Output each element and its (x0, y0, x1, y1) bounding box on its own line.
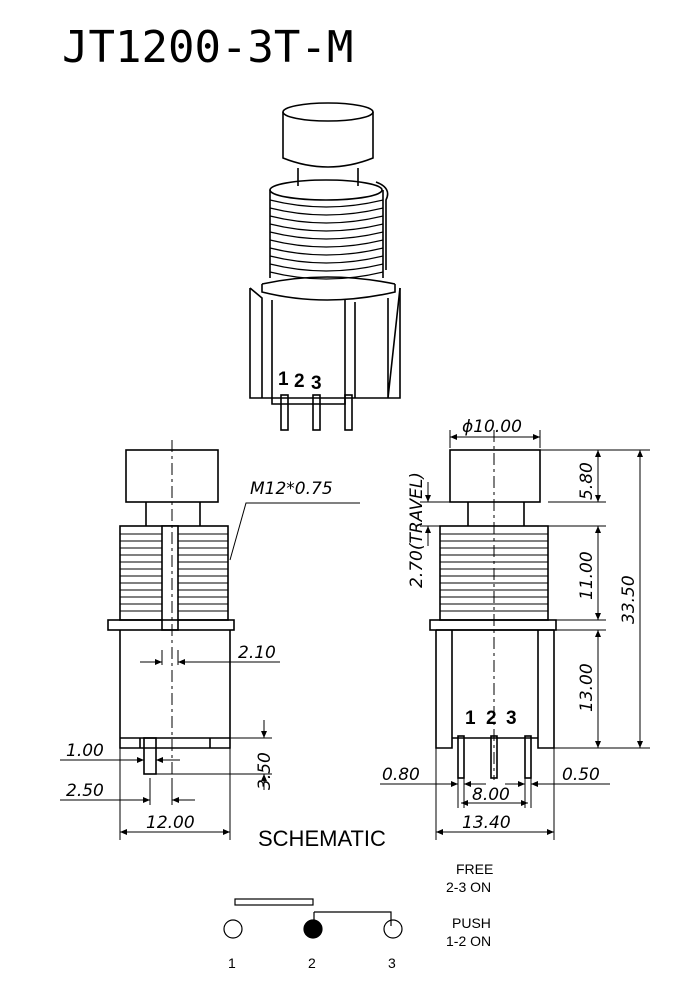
dim-8-00: 8.00 (472, 785, 510, 805)
schematic-diagram (223, 898, 403, 939)
side-view-dimensions (60, 440, 360, 840)
terminal-3 (383, 919, 403, 939)
side-view (107, 449, 235, 775)
dim-11-00: 11.00 (577, 551, 597, 600)
free-contact-line (313, 911, 392, 926)
dim-5-80: 5.80 (577, 462, 597, 500)
terminal-2 (303, 919, 323, 939)
terminal-2-label: 2 (308, 955, 316, 971)
iso-thread-lines (269, 199, 384, 280)
dim-travel: 2.70(TRAVEL) (407, 472, 427, 588)
dim-1-00: 1.00 (66, 741, 104, 761)
dim-12-00: 12.00 (146, 813, 195, 833)
dim-13-00: 13.00 (577, 663, 597, 712)
push-state: 1-2 ON (446, 933, 491, 949)
isometric-view (249, 102, 401, 431)
dim-0-50: 0.50 (562, 765, 600, 785)
push-label: PUSH (452, 915, 491, 931)
dim-2-10: 2.10 (238, 643, 276, 663)
free-state: 2-3 ON (446, 879, 491, 895)
dim-13-40: 13.40 (462, 813, 511, 833)
front-pin-2-label: 2 (486, 708, 497, 729)
thread-spec-label: M12*0.75 (250, 479, 333, 499)
terminal-1-label: 1 (228, 955, 236, 971)
dim-33-50: 33.50 (619, 575, 639, 624)
iso-pin-2-label: 2 (294, 371, 305, 392)
dim-2-50: 2.50 (66, 781, 104, 801)
free-label: FREE (456, 861, 493, 877)
dim-3-50: 3.50 (255, 752, 275, 790)
terminal-3-label: 3 (388, 955, 396, 971)
front-pin-1-label: 1 (465, 708, 476, 729)
schematic-heading: SCHEMATIC (258, 826, 386, 851)
iso-pin-1-label: 1 (278, 369, 289, 390)
part-number-title: JT1200-3T-M (62, 22, 353, 73)
iso-pin-3-label: 3 (311, 373, 322, 394)
dim-0-80: 0.80 (382, 765, 420, 785)
dim-diameter-10-00: ϕ10.00 (462, 417, 522, 437)
push-contact-bar (234, 898, 314, 906)
front-pin-3-label: 3 (506, 708, 517, 729)
terminal-1 (223, 919, 243, 939)
front-view-dimensions (380, 430, 650, 840)
